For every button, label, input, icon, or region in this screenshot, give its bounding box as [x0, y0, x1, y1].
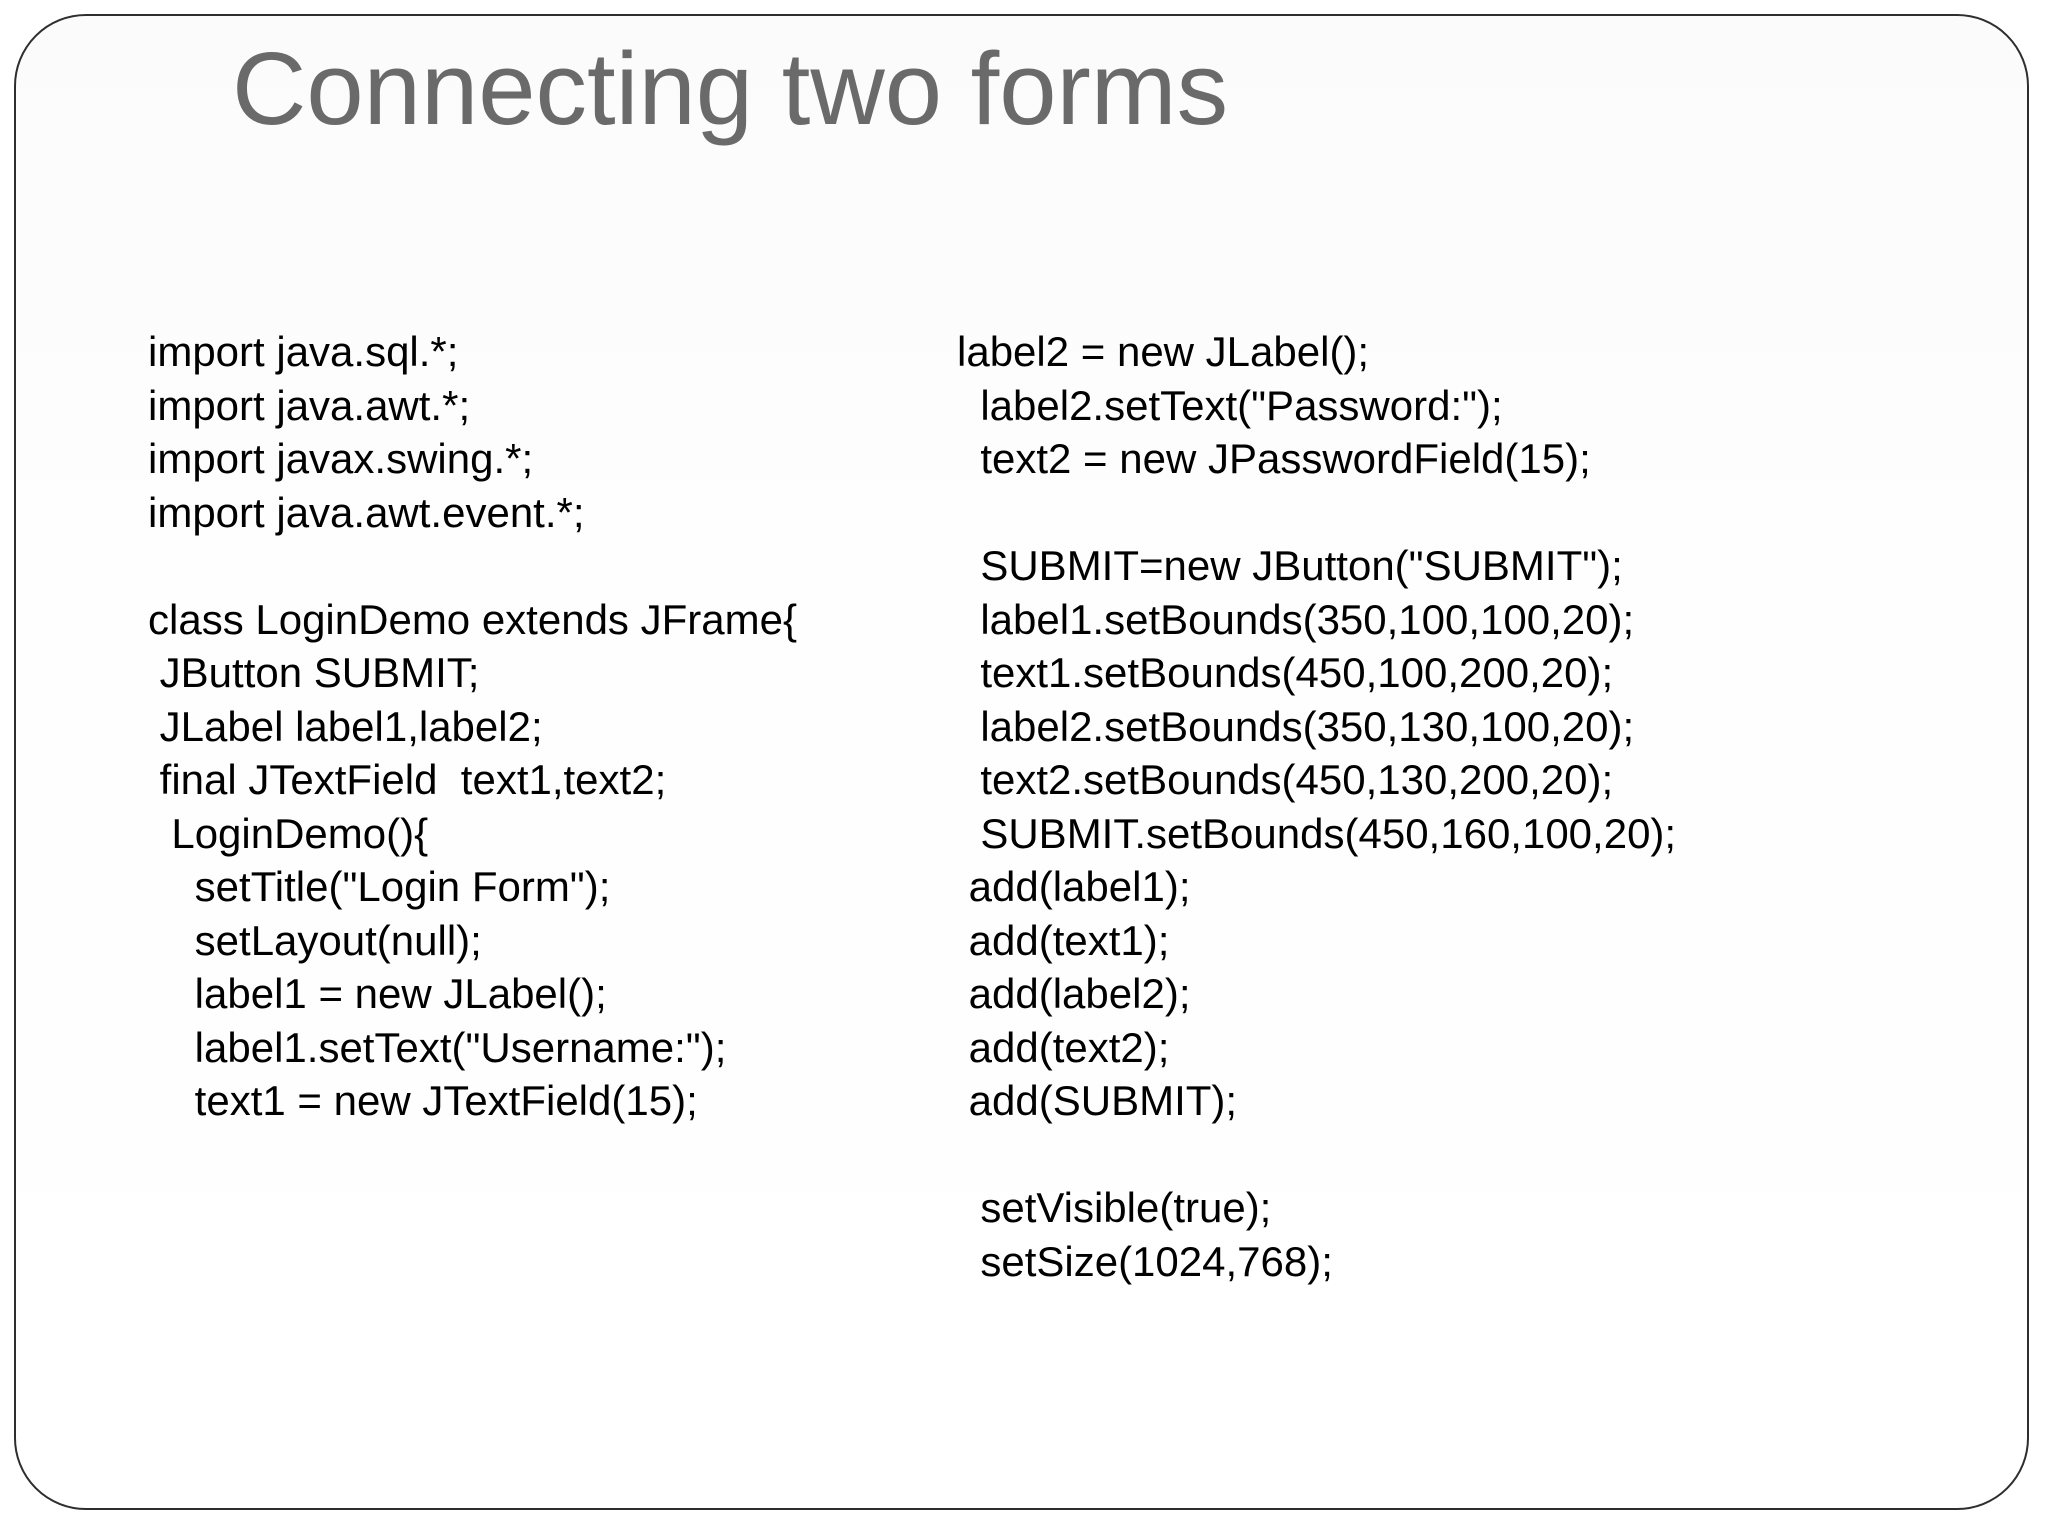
slide-rounded-border [14, 14, 2029, 1510]
slide-title: Connecting two forms [232, 31, 1229, 146]
code-block-right-column: label2 = new JLabel(); label2.setText("P… [957, 328, 1677, 1285]
code-block-left-column: import java.sql.*; import java.awt.*; im… [148, 328, 797, 1124]
